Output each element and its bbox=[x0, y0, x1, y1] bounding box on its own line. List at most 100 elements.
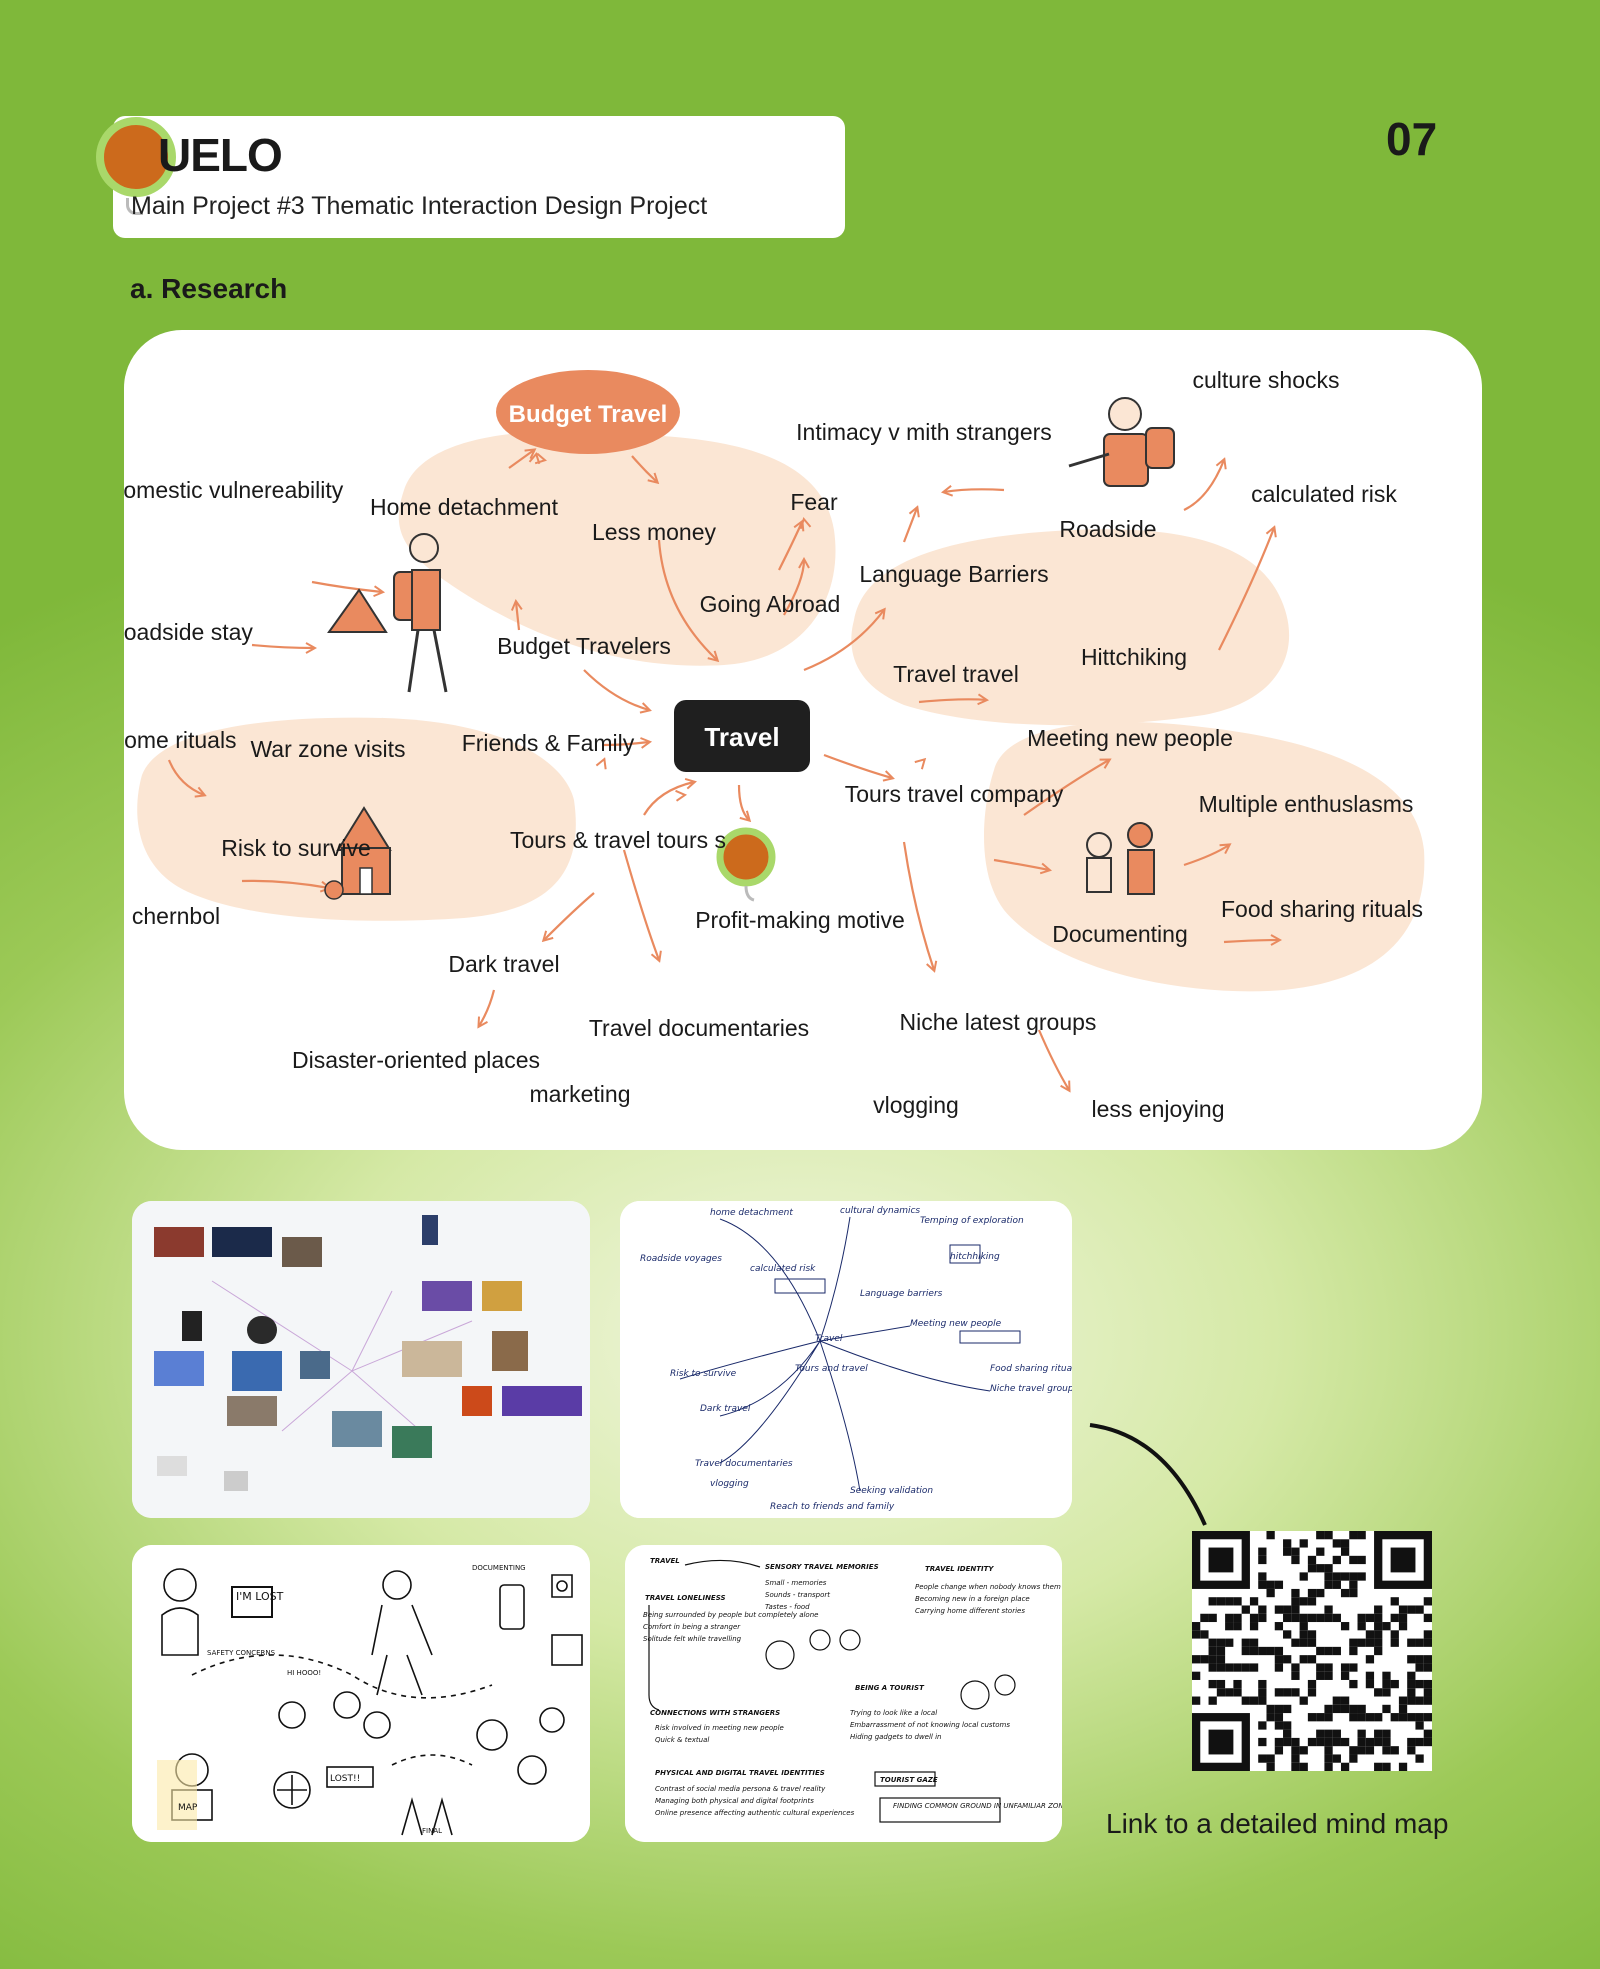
page-number: 07 bbox=[1386, 113, 1438, 165]
notes-line-1: SENSORY TRAVEL MEMORIES bbox=[765, 1563, 879, 1571]
sketch2-line-0: home detachment bbox=[710, 1208, 793, 1218]
node-risk-to-survive: Risk to survive bbox=[221, 835, 371, 861]
pointer-arc bbox=[1089, 1423, 1207, 1526]
node-profit-motive: Profit-making motive bbox=[695, 907, 905, 933]
sketch2-line-12: Niche travel groups bbox=[990, 1384, 1072, 1394]
sketch3-documenting: DOCUMENTING bbox=[472, 1564, 526, 1572]
people-documenting-illustration bbox=[1086, 822, 1155, 895]
qr-code-pattern bbox=[1192, 1531, 1432, 1771]
node-vlogging: vlogging bbox=[873, 1092, 959, 1118]
notes-line-5: Sounds - transport bbox=[765, 1591, 830, 1599]
budget-travel-label: Budget Travel bbox=[509, 401, 668, 428]
notes-line-14: Risk involved in meeting new people bbox=[655, 1724, 784, 1732]
sketch2-line-7: Travel bbox=[815, 1334, 843, 1344]
node-hittchiking: Hittchiking bbox=[1081, 644, 1187, 670]
header-card bbox=[113, 116, 845, 238]
sketch3-safety: SAFETY CONCERNS bbox=[207, 1649, 276, 1657]
node-disaster-places: Disaster-oriented places bbox=[292, 1047, 540, 1073]
node-calculated-risk: calculated risk bbox=[1251, 481, 1397, 507]
qr-caption: Link to a detailed mind map bbox=[1106, 1808, 1449, 1839]
node-roadside: Roadside bbox=[1059, 516, 1156, 542]
notes-line-22: Managing both physical and digital footp… bbox=[655, 1797, 814, 1805]
node-tours-tours: Tours & travel tours s bbox=[510, 827, 726, 853]
storyboard-canvas: I'M LOST SAFETY CONCERNS DOCUMENTING HI … bbox=[132, 1545, 590, 1842]
sketch2-line-13: Food sharing rituals bbox=[990, 1364, 1072, 1374]
sketch3-lost: LOST!! bbox=[330, 1774, 360, 1784]
node-culture-shocks: culture shocks bbox=[1192, 367, 1339, 393]
notes-line-8: Comfort in being a stranger bbox=[643, 1623, 741, 1631]
sketch2-line-10: Risk to survive bbox=[670, 1369, 737, 1379]
budget-travel-bubble bbox=[496, 370, 680, 454]
magnifier-icon bbox=[716, 827, 776, 902]
notes-line-0: TRAVEL bbox=[650, 1557, 680, 1565]
node-documenting: Documenting bbox=[1052, 921, 1188, 947]
notes-line-10: People change when nobody knows them bbox=[915, 1583, 1061, 1591]
notes-line-3: TRAVEL LONELINESS bbox=[645, 1594, 726, 1602]
node-travel-travel: Travel travel bbox=[893, 661, 1019, 687]
sketch2-line-1: cultural dynamics bbox=[840, 1206, 920, 1216]
sketch2-line-6: Language barriers bbox=[860, 1289, 943, 1299]
sketch2-line-15: vlogging bbox=[710, 1479, 749, 1489]
sketch3-hi-hooo: HI HOOO! bbox=[287, 1669, 321, 1677]
node-niche-groups: Niche latest groups bbox=[900, 1009, 1097, 1035]
sketch2-line-4: calculated risk bbox=[750, 1264, 816, 1274]
node-home-rituals: Home rituals bbox=[124, 727, 237, 753]
notes-line-6: Tastes - food bbox=[765, 1603, 810, 1611]
backpacker-illustration bbox=[1068, 397, 1175, 487]
sketch2-line-11: Dark travel bbox=[700, 1404, 751, 1414]
node-food-sharing: Food sharing rituals bbox=[1221, 896, 1423, 922]
notes-line-16: BEING A TOURIST bbox=[855, 1684, 925, 1692]
notes-line-11: Becoming new in a foreign place bbox=[915, 1595, 1030, 1603]
moodboard-thumbnail[interactable] bbox=[132, 1201, 590, 1518]
notes-line-2: TRAVEL IDENTITY bbox=[925, 1565, 994, 1573]
research-notes-thumbnail[interactable]: TRAVEL SENSORY TRAVEL MEMORIES TRAVEL ID… bbox=[625, 1545, 1062, 1842]
node-war-zone: War zone visits bbox=[250, 736, 405, 762]
node-less-money: Less money bbox=[592, 519, 717, 545]
notes-line-18: Embarrassment of not knowing local custo… bbox=[850, 1721, 1010, 1729]
sketch2-line-14: Travel documentaries bbox=[695, 1459, 793, 1469]
mindmap-arrows bbox=[167, 450, 1279, 1090]
brand-name: UELO bbox=[158, 129, 283, 181]
handwritten-mindmap-canvas: home detachment cultural dynamics Tempin… bbox=[620, 1201, 1072, 1518]
node-budget-travelers: Budget Travelers bbox=[497, 633, 671, 659]
storyboard-sketch-thumbnail[interactable]: I'M LOST SAFETY CONCERNS DOCUMENTING HI … bbox=[132, 1545, 590, 1842]
node-dark-travel: Dark travel bbox=[448, 951, 559, 977]
research-notes-canvas: TRAVEL SENSORY TRAVEL MEMORIES TRAVEL ID… bbox=[625, 1545, 1062, 1842]
sketch2-line-17: Reach to friends and family bbox=[770, 1502, 895, 1512]
section-title: a. Research bbox=[130, 273, 288, 304]
node-travel-documentaries: Travel documentaries bbox=[589, 1015, 809, 1041]
notes-line-4: Small - memories bbox=[765, 1579, 827, 1587]
node-going-abroad: Going Abroad bbox=[700, 591, 841, 617]
notes-line-17: Trying to look like a local bbox=[850, 1709, 937, 1717]
node-chernbol: chernbol bbox=[132, 903, 220, 929]
qr-code[interactable] bbox=[1192, 1531, 1432, 1771]
node-tours-company: Tours travel company bbox=[845, 781, 1064, 807]
node-meeting-new-people: Meeting new people bbox=[1027, 725, 1233, 751]
node-multiple-enthusiasms: Multiple enthuslasms bbox=[1199, 791, 1414, 817]
node-language-barriers: Language Barriers bbox=[859, 561, 1048, 587]
mindmap-card: Budget Travel Travel bbox=[124, 330, 1482, 1150]
sketch2-line-8: Meeting new people bbox=[910, 1319, 1002, 1329]
node-marketing: marketing bbox=[530, 1081, 631, 1107]
node-roadside-stay: Roadside stay bbox=[124, 619, 253, 645]
notes-line-13: CONNECTIONS WITH STRANGERS bbox=[650, 1709, 780, 1717]
sketch3-map: MAP bbox=[178, 1803, 198, 1813]
notes-line-24: TOURIST GAZE bbox=[880, 1776, 938, 1784]
notes-line-19: Hiding gadgets to dwell in bbox=[850, 1733, 941, 1741]
notes-line-15: Quick & textual bbox=[655, 1736, 709, 1744]
node-domestic: Domestic vulnereability bbox=[124, 477, 344, 503]
node-fear: Fear bbox=[790, 489, 838, 515]
node-home-detachment: Home detachment bbox=[370, 494, 559, 520]
blob-budget bbox=[398, 430, 836, 666]
notes-line-25: FINDING COMMON GROUND IN UNFAMILIAR ZONE… bbox=[893, 1802, 1062, 1810]
notes-line-9: Solitude felt while travelling bbox=[643, 1635, 742, 1643]
sketch2-line-5: hitchhiking bbox=[950, 1252, 1000, 1262]
project-subtitle: Main Project #3 Thematic Interaction Des… bbox=[131, 192, 708, 220]
notes-line-12: Carrying home different stories bbox=[915, 1607, 1025, 1615]
handwritten-mindmap-thumbnail[interactable]: home detachment cultural dynamics Tempin… bbox=[620, 1201, 1072, 1518]
sketch2-line-16: Seeking validation bbox=[850, 1486, 933, 1496]
moodboard-canvas bbox=[132, 1201, 590, 1518]
sketch3-im-lost: I'M LOST bbox=[236, 1590, 284, 1603]
sketch3-final: FINAL bbox=[422, 1827, 442, 1835]
sketch2-line-9: Tours and travel bbox=[795, 1364, 868, 1374]
